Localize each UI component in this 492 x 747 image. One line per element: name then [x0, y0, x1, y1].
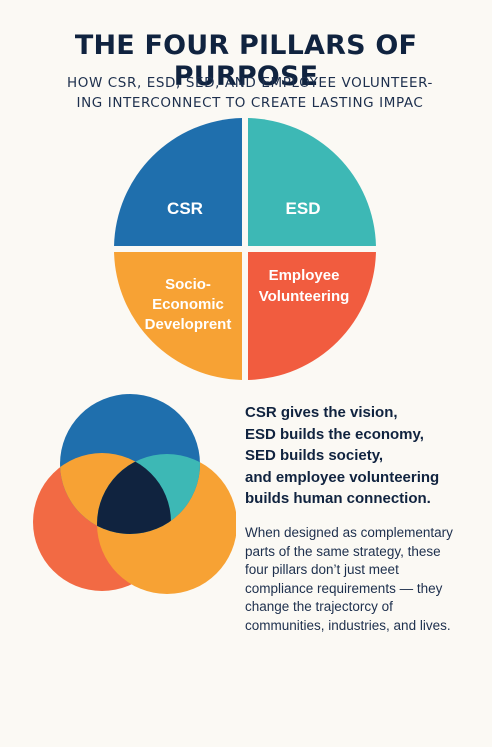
pillars-venn-diagram: [33, 394, 236, 594]
pie-label-line: Employee: [269, 267, 340, 284]
pillars-summary-body: When designed as complementary parts of …: [245, 524, 485, 636]
subtitle-line-2: ING INTERCONNECT TO CREATE LASTING IMPAC: [76, 95, 424, 111]
body-line: When designed as complementary: [245, 525, 453, 540]
pie-label-line: ESD: [286, 199, 321, 218]
pie-label-csr: CSR: [167, 199, 203, 218]
pie-quadrant-csr: [114, 118, 242, 246]
pie-label-line: Socio-: [165, 276, 211, 293]
pie-quadrant-sed: [114, 252, 242, 380]
body-line: change the trajectorcy of: [245, 599, 393, 615]
headline-line: SED builds society,: [245, 447, 384, 465]
pillars-summary-headline: CSR gives the vision, ESD builds the eco…: [245, 402, 485, 510]
pie-label-line: Economic: [152, 296, 224, 313]
body-line: parts of the same strategy, these: [245, 543, 441, 559]
headline-line: and employee volunteering: [245, 468, 440, 486]
pie-label-line: CSR: [167, 199, 203, 218]
body-line: compliance requirements — they: [245, 580, 443, 596]
pie-label-line: Volunteering: [259, 288, 350, 305]
page-subtitle: HOW CSR, ESD, SED, AND EMPLOYEE VOLUNTEE…: [30, 73, 470, 113]
pie-label-line: Developrent: [145, 316, 232, 333]
headline-line: builds human connection.: [245, 490, 431, 508]
headline-line: CSR gives the vision,: [245, 404, 398, 421]
body-line: four pillars don’t just meet: [245, 562, 399, 578]
headline-line: ESD builds the economy,: [245, 425, 424, 443]
body-line: communities, industries, and lives.: [245, 617, 451, 633]
page-title: THE FOUR PILLARS OF PURPOSE: [74, 30, 418, 92]
pie-label-esd: ESD: [286, 199, 321, 218]
subtitle-line-1: HOW CSR, ESD, SED, AND EMPLOYEE VOLUNTEE…: [66, 75, 434, 91]
pie-quadrant-esd: [248, 118, 376, 246]
pie-quadrant-volunteering: [248, 252, 376, 380]
